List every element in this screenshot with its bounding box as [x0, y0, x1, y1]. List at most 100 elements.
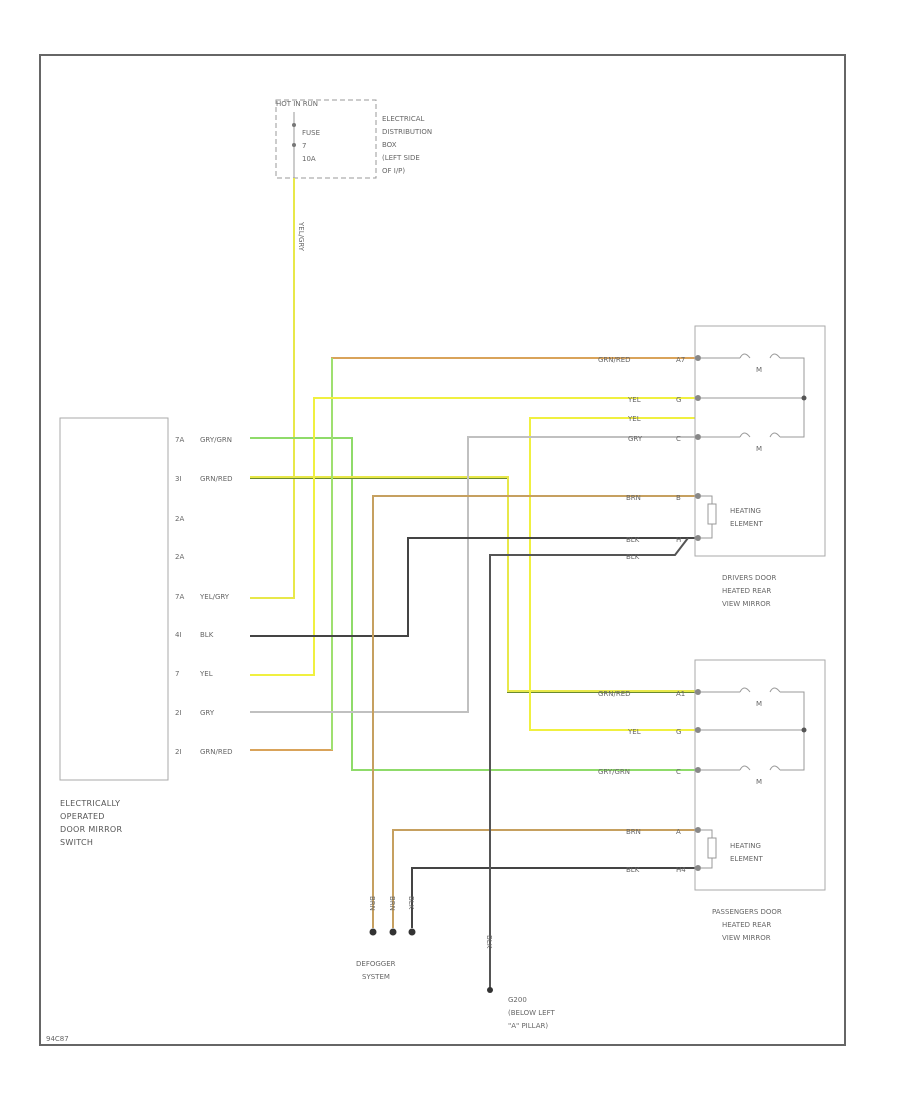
pass-heating-line-2: ELEMENT: [730, 855, 763, 863]
driver-label-line-1: DRIVERS DOOR: [722, 574, 776, 582]
footer-code: 94C87: [46, 1035, 69, 1043]
switch-pin-5: 7A: [175, 593, 184, 601]
switch-wire-7: YEL: [199, 670, 213, 678]
defogger-label-line-1: DEFOGGER: [356, 960, 396, 968]
fuse-terminal-top: [292, 123, 296, 127]
pass-terminal-1: [695, 689, 701, 695]
driver-wire-labels: GRN/RED YEL YEL GRY BRN BLK BLK A7 G C B…: [598, 356, 685, 561]
fuse-desc-line-3: BOX: [382, 141, 397, 149]
switch-wire-9: GRN/RED: [200, 748, 233, 756]
switch-label-line-3: DOOR MIRROR: [60, 825, 123, 834]
wire-yel-driver: [250, 397, 695, 676]
defogger-wire-2: BRN: [388, 896, 396, 911]
pass-pin-1: A1: [676, 690, 685, 698]
fuse-box-outline: [275, 99, 377, 179]
pass-mirror-box: [694, 659, 826, 891]
fuse-label-line-2: 7: [302, 142, 306, 150]
fuse-terminal-bottom: [292, 143, 296, 147]
driver-wire-3: YEL: [627, 415, 641, 423]
wire-gry: [250, 436, 695, 713]
fuse-label-line-3: 10A: [302, 155, 316, 163]
switch-pin-3: 2A: [175, 515, 184, 523]
switch-pin-1: 7A: [175, 436, 184, 444]
pass-wire-1: GRN/RED: [598, 690, 631, 698]
switch-label-line-4: SWITCH: [60, 838, 93, 847]
switch-pin-8: 2I: [175, 709, 182, 717]
ground-wire-label: BLK: [485, 935, 493, 949]
ground-label-line-1: G200: [508, 996, 527, 1004]
fuse-desc-line-2: DISTRIBUTION: [382, 128, 432, 136]
pass-terminal-3: [695, 767, 701, 773]
pass-terminal-4: [695, 827, 701, 833]
driver-terminal-5: [695, 535, 701, 541]
wire-brn-pass: [392, 829, 695, 928]
fuse-desc-line-4: (LEFT SIDE: [382, 154, 420, 162]
fuse-desc-line-1: ELECTRICAL: [382, 115, 425, 123]
defogger-terminal-2: [389, 928, 397, 936]
fuse-label-line-1: FUSE: [302, 129, 320, 137]
defogger-wire-3: BLK: [407, 896, 415, 910]
switch-wire-8: GRY: [200, 709, 215, 717]
switch-pin-6: 4I: [175, 631, 182, 639]
diagram-frame: [39, 54, 846, 1046]
driver-motor-1-mark: M: [756, 366, 762, 374]
defogger-terminal-1: [369, 928, 377, 936]
fuse-desc-line-5: OF I/P): [382, 167, 405, 175]
switch-wire-6: BLK: [200, 631, 214, 639]
wire-grn-red-pass-trace: [250, 476, 695, 692]
pass-wire-5: BLK: [626, 866, 640, 874]
ground-label-line-2: (BELOW LEFT: [508, 1009, 555, 1017]
fuse-box-title: HOT IN RUN: [276, 100, 318, 108]
wire-blk-ground: [489, 537, 689, 988]
driver-motor-2-symbol: [739, 432, 751, 438]
pass-wire-2: YEL: [627, 728, 641, 736]
switch-label-line-1: ELECTRICALLY: [60, 799, 120, 808]
pass-terminal-5: [695, 865, 701, 871]
defogger-label-line-2: SYSTEM: [362, 973, 390, 981]
pass-common-junction: [801, 727, 807, 733]
pass-wire-4: BRN: [626, 828, 641, 836]
pass-pin-2: G: [676, 728, 681, 736]
fuse-box: HOT IN RUN FUSE 7 10A ELECTRICAL DISTRIB…: [275, 99, 432, 252]
pass-label-line-3: VIEW MIRROR: [722, 934, 771, 942]
switch-pin-7: 7: [175, 670, 179, 678]
driver-pin-2: G: [676, 396, 681, 404]
driver-label-line-2: HEATED REAR: [722, 587, 771, 595]
driver-mirror: M M HEATING ELEMENT DRIVERS DOOR HEATED …: [694, 325, 826, 608]
driver-wire-4: GRY: [628, 435, 643, 443]
pass-heating-resistor: [707, 837, 717, 859]
wire-grn-red-pass: [250, 477, 695, 693]
pass-terminal-2: [695, 727, 701, 733]
driver-heating-line-2: ELEMENT: [730, 520, 763, 528]
defogger-terminal-3: [408, 928, 416, 936]
pass-mirror: M M HEATING ELEMENT PASSENGERS DOOR HEAT…: [694, 659, 826, 942]
driver-terminal-4: [695, 493, 701, 499]
pass-motor-2-mark: M: [756, 778, 762, 786]
wire-yel-gry: [250, 178, 295, 599]
driver-motor-2-mark: M: [756, 445, 762, 453]
switch-pin-9: 2I: [175, 748, 182, 756]
driver-label-line-3: VIEW MIRROR: [722, 600, 771, 608]
driver-pin-4: B: [676, 494, 681, 502]
wires: [250, 178, 695, 988]
pass-pin-5: H4: [676, 866, 686, 874]
wire-gry-grn: [250, 437, 695, 771]
pass-heating-line-1: HEATING: [730, 842, 761, 850]
switch-wire-1: GRY/GRN: [200, 436, 232, 444]
pass-pin-4: A: [676, 828, 681, 836]
defogger-wire-1: BRN: [368, 896, 376, 911]
driver-wire-1: GRN/RED: [598, 356, 631, 364]
switch-body: [59, 417, 169, 781]
driver-terminal-1: [695, 355, 701, 361]
wire-yel-pass: [529, 417, 695, 731]
wire-blk-pass: [411, 867, 695, 928]
pass-pin-3: C: [676, 768, 681, 776]
pass-label-line-2: HEATED REAR: [722, 921, 771, 929]
driver-wire-2: YEL: [627, 396, 641, 404]
pass-wire-labels: GRN/RED YEL GRY/GRN BRN BLK A1 G C A H4: [598, 690, 686, 874]
switch-wire-2: GRN/RED: [200, 475, 233, 483]
defogger: BRN BRN BLK DEFOGGER SYSTEM: [356, 896, 416, 981]
driver-heating-line-1: HEATING: [730, 507, 761, 515]
ground-terminal: [487, 987, 493, 993]
